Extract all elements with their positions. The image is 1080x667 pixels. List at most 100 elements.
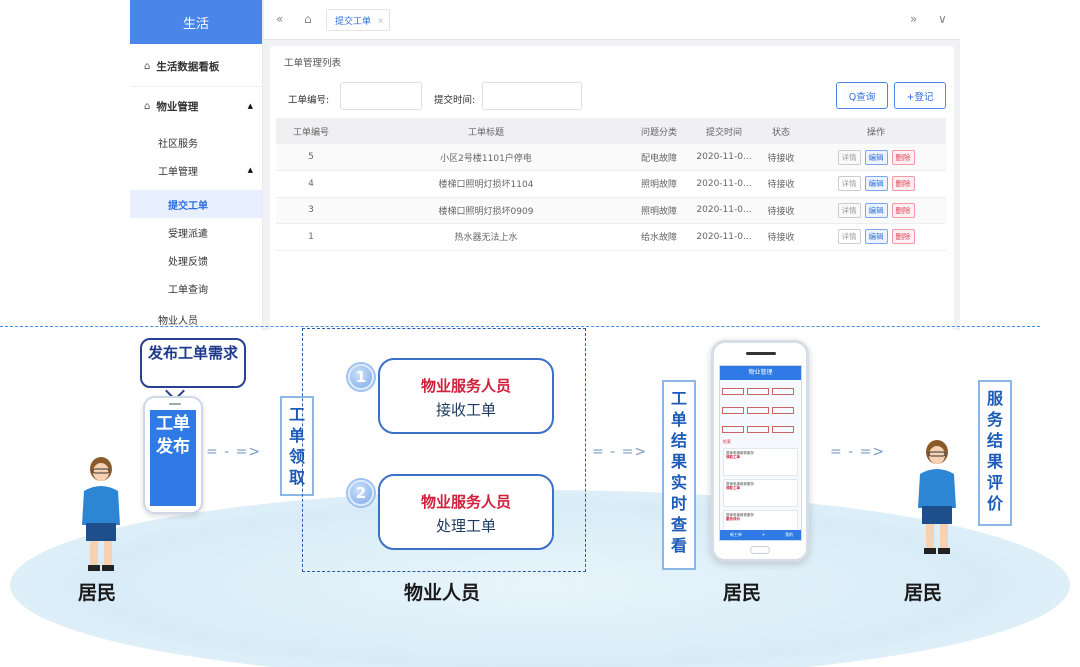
- caret-up-icon: ▲: [247, 166, 253, 174]
- column-header: 工单编号: [276, 118, 346, 144]
- cell-category: 给水故障: [626, 223, 692, 251]
- table-row: 1 热水器无法上水 给水故障 2020-11-0... 待接收 详情编辑删除: [276, 223, 946, 251]
- grid-button[interactable]: [747, 426, 769, 433]
- search-button[interactable]: Q查询: [836, 82, 888, 109]
- ticket-card[interactable]: 居家电梯维修服务 领取工单: [723, 448, 798, 476]
- delete-button[interactable]: 删除: [891, 149, 915, 165]
- footer-mine[interactable]: 我的: [785, 532, 794, 537]
- resident-figure-icon: [918, 440, 956, 554]
- submit-time-input[interactable]: [482, 82, 582, 110]
- resident-label-3: 居民: [904, 582, 943, 604]
- column-header: 提交时间: [692, 118, 756, 144]
- sidebar-item-feedback[interactable]: 处理反馈: [130, 246, 263, 274]
- grid-button[interactable]: [722, 388, 744, 395]
- column-header: 操作: [806, 118, 946, 144]
- arrow-icon: = - =>: [592, 444, 648, 460]
- service-evaluation-box: 服务结果评价: [978, 380, 1012, 526]
- grid-button[interactable]: [747, 388, 769, 395]
- step2-role: 物业服务人员: [420, 493, 511, 511]
- card-link-right[interactable]: 服务评价: [726, 517, 740, 521]
- phone-speaker: [169, 403, 181, 405]
- cell-time: 2020-11-0...: [692, 144, 756, 171]
- plus-icon[interactable]: +: [761, 532, 766, 537]
- card-title: 居家电梯维修服务: [726, 482, 754, 486]
- mobile-grid: [720, 380, 801, 437]
- step-process-box: 物业服务人员 处理工单: [378, 474, 554, 550]
- close-icon[interactable]: ×: [377, 15, 384, 25]
- view-button[interactable]: 详情: [837, 176, 861, 192]
- tab-submit-ticket[interactable]: 提交工单 ×: [326, 9, 390, 31]
- sidebar-item-ticket-management[interactable]: 工单管理 ▲: [130, 156, 263, 184]
- register-button[interactable]: +登记: [894, 82, 946, 109]
- ticket-number-input[interactable]: [340, 82, 422, 110]
- grid-button[interactable]: [722, 407, 744, 414]
- step-number-2: 2: [348, 480, 374, 506]
- card-link-left[interactable]: 领取工单: [726, 455, 740, 459]
- grid-button[interactable]: [747, 407, 769, 414]
- column-header: 工单标题: [346, 118, 626, 144]
- home-icon[interactable]: ⌂: [304, 12, 312, 26]
- column-header: 问题分类: [626, 118, 692, 144]
- sidebar-item-submit-ticket[interactable]: 提交工单: [130, 190, 263, 218]
- cell-title: 楼梯口照明灯损坏1104: [346, 170, 626, 198]
- mobile-screen: 物业管理 检索 居家电梯维修服务 领取工单 居家电梯维修服务 领取工单 居家电梯…: [719, 365, 802, 541]
- cell-time: 2020-11-0...: [692, 197, 756, 224]
- grid-button[interactable]: [772, 407, 794, 414]
- request-bubble: 发布工单需求: [140, 338, 246, 388]
- sidebar: 生活 ⌂ 生活数据看板 ⌂ 物业管理 ▲ 社区服务 工单管理 ▲ 提交工单 受理…: [130, 0, 263, 330]
- delete-button[interactable]: 删除: [891, 229, 915, 245]
- grid-button[interactable]: [722, 426, 744, 433]
- edit-button[interactable]: 编辑: [864, 149, 888, 165]
- sidebar-item-label: 物业管理: [156, 100, 199, 113]
- edit-button[interactable]: 编辑: [864, 176, 888, 192]
- card-title: 居家电梯维修服务: [726, 513, 754, 517]
- cell-status: 待接收: [756, 223, 806, 251]
- sidebar-item-label: 物业人员: [158, 315, 198, 327]
- cell-time: 2020-11-0...: [692, 223, 756, 251]
- delete-button[interactable]: 删除: [891, 176, 915, 192]
- edit-button[interactable]: 编辑: [864, 229, 888, 245]
- panel-title: 工单管理列表: [284, 58, 342, 69]
- table-row: 3 楼梯口照明灯损坏0909 照明故障 2020-11-0... 待接收 详情编…: [276, 197, 946, 224]
- sidebar-item-label: 社区服务: [158, 138, 198, 150]
- delete-button[interactable]: 删除: [891, 202, 915, 218]
- grid-button[interactable]: [772, 426, 794, 433]
- submit-time-label: 提交时间:: [434, 95, 476, 106]
- sidebar-item-data-board[interactable]: ⌂ 生活数据看板: [130, 50, 263, 82]
- home-button: [750, 546, 770, 554]
- staff-group-box: [302, 328, 586, 572]
- sidebar-item-label: 工单管理: [158, 166, 198, 178]
- sidebar-item-property-management[interactable]: ⌂ 物业管理 ▲: [130, 90, 263, 122]
- cell-id: 4: [276, 170, 346, 198]
- view-button[interactable]: 详情: [837, 229, 861, 245]
- footer-new-ticket[interactable]: 新工单: [729, 532, 742, 537]
- card-link-left[interactable]: 领取工单: [726, 486, 740, 490]
- tab-label: 提交工单: [335, 16, 372, 27]
- double-chevron-right-icon[interactable]: »: [910, 12, 918, 26]
- sidebar-item-community-service[interactable]: 社区服务: [130, 128, 263, 156]
- section-divider: [0, 326, 1040, 327]
- sidebar-item-dispatch[interactable]: 受理派遣: [130, 218, 263, 246]
- sidebar-item-ticket-query[interactable]: 工单查询: [130, 274, 263, 302]
- table-header-row: 工单编号 工单标题 问题分类 提交时间 状态 操作: [276, 118, 946, 144]
- ticket-table: 工单编号 工单标题 问题分类 提交时间 状态 操作 5 小区2号楼1101户停电…: [276, 118, 946, 251]
- sidebar-item-label: 工单查询: [168, 284, 208, 296]
- double-chevron-left-icon[interactable]: «: [276, 12, 284, 26]
- cell-actions: 详情编辑删除: [806, 197, 946, 224]
- resident-label-2: 居民: [723, 582, 762, 604]
- view-button[interactable]: 详情: [837, 202, 861, 218]
- step1-role: 物业服务人员: [420, 377, 511, 395]
- cell-category: 配电故障: [626, 144, 692, 171]
- grid-button[interactable]: [772, 388, 794, 395]
- admin-screenshot: 生活 ⌂ 生活数据看板 ⌂ 物业管理 ▲ 社区服务 工单管理 ▲ 提交工单 受理…: [130, 0, 960, 330]
- step-receive-box: 物业服务人员 接收工单: [378, 358, 554, 434]
- step-number-1: 1: [348, 364, 374, 390]
- chevron-down-icon[interactable]: ∨: [938, 12, 947, 26]
- sidebar-item-staff[interactable]: 物业人员: [130, 305, 263, 330]
- cell-actions: 详情编辑删除: [806, 170, 946, 198]
- cell-category: 照明故障: [626, 170, 692, 198]
- cell-status: 待接收: [756, 197, 806, 224]
- ticket-card[interactable]: 居家电梯维修服务 领取工单: [723, 479, 798, 507]
- view-button[interactable]: 详情: [837, 149, 861, 165]
- edit-button[interactable]: 编辑: [864, 202, 888, 218]
